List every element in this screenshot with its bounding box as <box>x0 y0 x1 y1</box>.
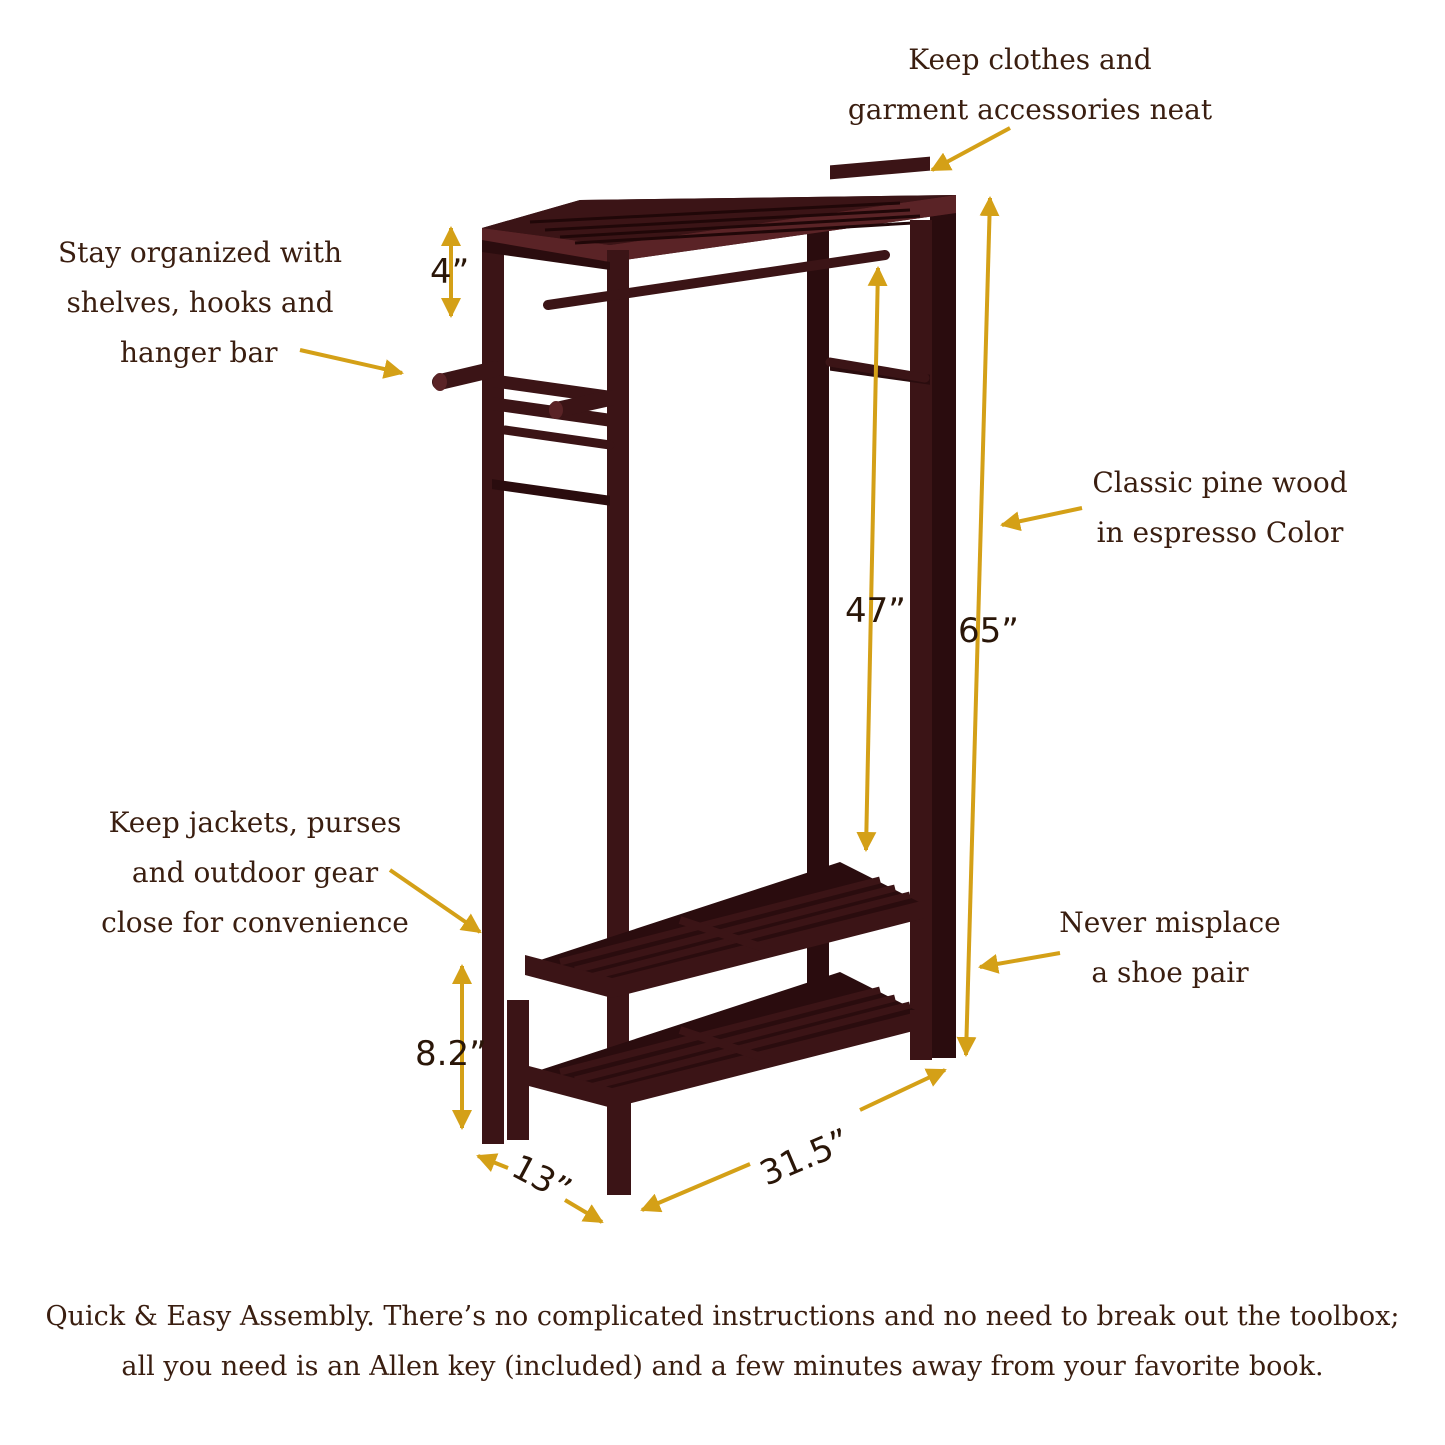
dim-label-8-2in: 8.2” <box>415 1034 487 1074</box>
annotation-top-right: Keep clothes and garment accessories nea… <box>847 43 1213 126</box>
dim-label-65in: 65” <box>958 611 1019 651</box>
dim-label-47in: 47” <box>845 591 906 631</box>
assembly-caption-line-1: Quick & Easy Assembly. There’s no compli… <box>45 1301 1400 1332</box>
back-left-post <box>807 230 829 1010</box>
dim-label-31-5in: 31.5” <box>754 1121 856 1194</box>
annotation-top-left: Stay organized with shelves, hooks and h… <box>57 236 343 369</box>
pointer-bottom-right <box>978 951 1061 974</box>
arrow-13in <box>476 1153 509 1172</box>
annotation-bottom-right: Never misplace a shoe pair <box>1059 906 1281 989</box>
pointer-top-right <box>930 126 1011 172</box>
rear-left-post <box>482 232 504 1144</box>
clothes-rack <box>432 156 956 1195</box>
top-shelf-slats <box>529 201 931 245</box>
assembly-caption-line-2: all you need is an Allen key (included) … <box>121 1351 1324 1382</box>
hanger-bar <box>543 250 890 310</box>
dim-label-4in: 4” <box>430 252 469 292</box>
assembly-caption: Quick & Easy Assembly. There’s no compli… <box>0 1292 1445 1392</box>
front-right-post <box>910 220 932 1060</box>
annotation-mid-right: Classic pine wood in espresso Color <box>1092 466 1348 549</box>
dimension-arrows <box>441 196 1000 1224</box>
pointer-arrows <box>299 126 1083 974</box>
arrow-31-5in <box>640 1162 751 1213</box>
pointer-top-left <box>299 348 404 379</box>
pointer-mid-right <box>1000 506 1083 532</box>
lower-shoe-shelf <box>525 972 925 1108</box>
arrow-47in <box>856 266 888 852</box>
annotation-bottom-left: Keep jackets, purses and outdoor gear cl… <box>101 806 409 939</box>
pointer-bottom-left <box>388 868 482 934</box>
back-right-post <box>930 198 956 1058</box>
arrow-65in <box>956 196 1000 1057</box>
peg-hooks <box>432 361 618 419</box>
upper-shoe-shelf <box>525 862 925 998</box>
